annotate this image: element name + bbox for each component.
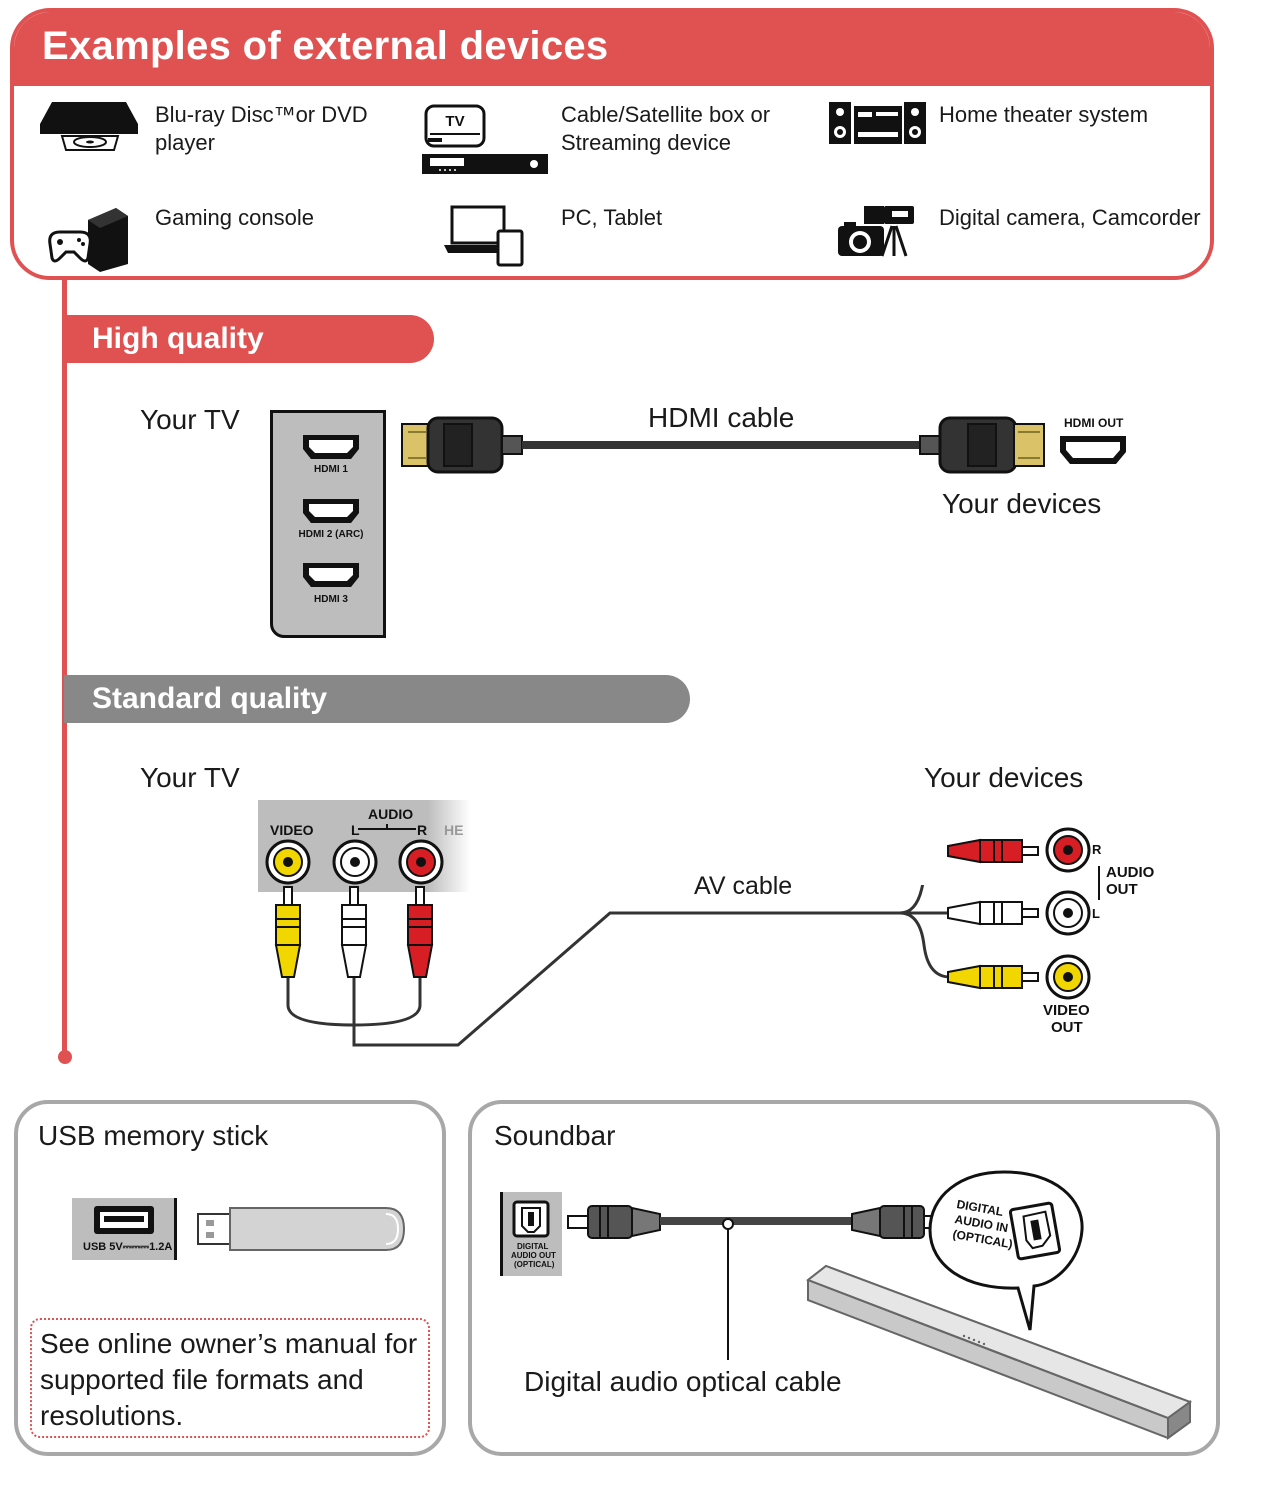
home-theater-icon (829, 102, 926, 144)
tv-audio-r-label: R (417, 822, 428, 838)
usb-port-label: USB 5V⎓⎓⎓1.2A (83, 1241, 173, 1253)
usb-panel (14, 1100, 446, 1456)
examples-panel: Examples of external devices (10, 8, 1214, 280)
hdmi-port-panel: HDMI 1 HDMI 2 (ARC) HDMI 3 (270, 410, 386, 638)
device-audio-out-label-1: AUDIO (1106, 864, 1155, 881)
device-video-out-label-1: VIDEO (1043, 1002, 1090, 1019)
av-cable-label: AV cable (694, 872, 793, 900)
hq-your-devices-label: Your devices (942, 488, 1102, 519)
device-label-bluray: Blu-ray Disc™or DVD player (155, 102, 368, 155)
audio-out-bracket (1098, 866, 1106, 900)
hdmi1-port-icon (303, 435, 359, 459)
timeline-end-dot (58, 1050, 72, 1064)
hdmi-cable-icon (401, 416, 1045, 474)
optical-cable-icon (567, 1205, 943, 1239)
optical-out-label-2: AUDIO OUT (511, 1251, 556, 1260)
device-audio-out-label-2: OUT (1106, 881, 1138, 898)
av-input-panel (258, 800, 470, 892)
pc-tablet-icon (444, 205, 524, 267)
optical-out-label-1: DIGITAL (517, 1242, 549, 1251)
device-label-home-theater: Home theater system (939, 102, 1149, 127)
tv-audio-label: AUDIO (368, 806, 414, 822)
device-video-out-label-2: OUT (1051, 1019, 1083, 1036)
examples-title: Examples of external devices (42, 24, 609, 68)
soundbar-panel (468, 1100, 1220, 1456)
device-label-camera: Digital camera, Camcorder (939, 205, 1201, 230)
av-cable-icon (274, 885, 951, 1047)
gaming-console-icon (48, 208, 128, 272)
optical-cable-label: Digital audio optical cable (524, 1366, 842, 1397)
soundbar-icon (806, 1264, 1193, 1440)
device-l-label: L (1092, 906, 1100, 921)
usb-stick-icon (197, 1207, 406, 1251)
set-top-box-icon: TV (422, 104, 548, 174)
hdmi-out-port-icon (1060, 436, 1126, 464)
hdmi3-port-icon (303, 563, 359, 587)
hdmi-cable-label: HDMI cable (648, 402, 795, 433)
hdmi2-label: HDMI 2 (ARC) (298, 529, 364, 540)
camera-camcorder-icon (838, 206, 914, 257)
device-label-pc-tablet: PC, Tablet (561, 205, 663, 230)
tv-plug-audio-r (406, 886, 434, 978)
optical-out-label-3: (OPTICAL) (514, 1260, 555, 1269)
usb-title: USB memory stick (38, 1120, 269, 1151)
sq-your-tv-label: Your TV (140, 762, 240, 793)
svg-text:TV: TV (445, 113, 464, 130)
device-plugs-icon (947, 838, 1039, 990)
hq-your-tv-label: Your TV (140, 404, 240, 435)
optical-out-port-icon (500, 1192, 562, 1276)
hdmi3-label: HDMI 3 (314, 594, 348, 605)
device-r-label: R (1092, 842, 1102, 857)
sq-your-devices-label: Your devices (924, 762, 1084, 793)
tv-video-label: VIDEO (270, 822, 314, 838)
tv-plug-audio-l (340, 886, 368, 978)
tv-audio-l-label: L (351, 822, 360, 838)
device-label-set-top-box: Cable/Satellite box or Streaming device (561, 102, 771, 155)
device-label-gaming-console: Gaming console (155, 205, 314, 230)
usb-port-icon (72, 1198, 177, 1260)
soundbar-title: Soundbar (494, 1120, 616, 1151)
optical-callout-line (722, 1218, 734, 1360)
optical-in-callout-bubble (928, 1170, 1084, 1331)
standard-quality-header: Standard quality (64, 675, 690, 723)
hdmi2-port-icon (303, 499, 359, 523)
tv-headphone-cut-label: HE (444, 822, 464, 838)
usb-note: See online owner’s manual for supported … (30, 1318, 430, 1438)
hdmi1-label: HDMI 1 (314, 464, 348, 475)
examples-header: Examples of external devices (14, 12, 1210, 86)
device-av-jacks (1045, 827, 1091, 1000)
timeline-line (62, 280, 67, 1056)
hdmi-out-label: HDMI OUT (1064, 416, 1124, 430)
bluray-player-icon (40, 102, 138, 151)
high-quality-header: High quality (64, 315, 434, 363)
tv-plug-video (274, 886, 302, 978)
